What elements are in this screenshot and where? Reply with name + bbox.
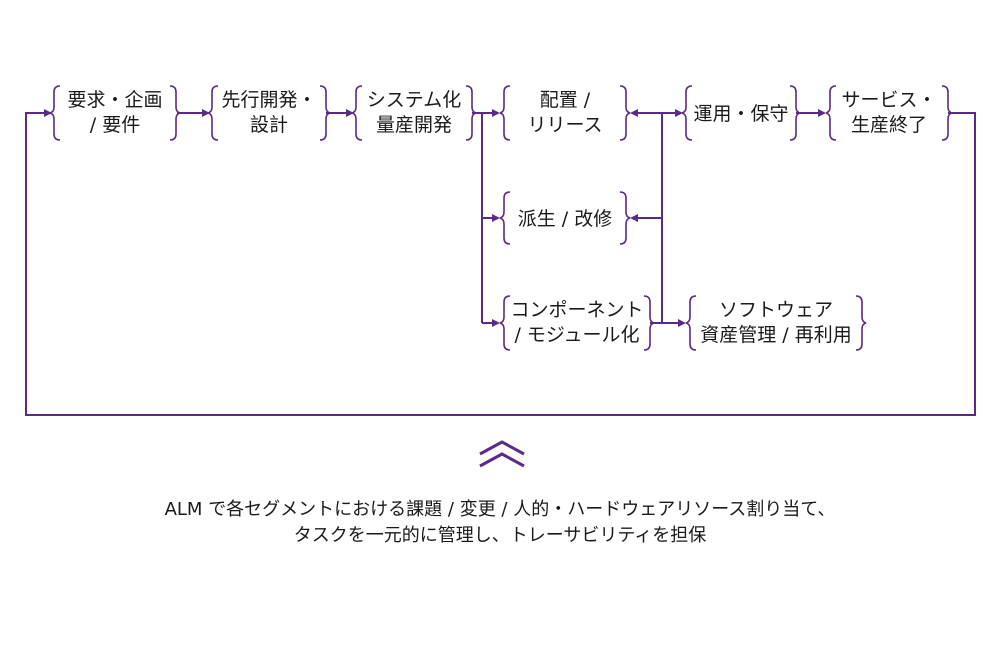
arrow-into-sw — [678, 319, 686, 327]
arrow-into-der — [492, 214, 500, 222]
bracket-sw — [685, 295, 867, 351]
arrow-into-sys — [346, 109, 354, 117]
node-sys-line1: システム化 — [367, 89, 461, 111]
node-cmp-line2: / モジュール化 — [514, 324, 639, 346]
arrow-into-ops — [675, 109, 683, 117]
node-sys-line2: 量産開発 — [376, 114, 452, 136]
arrowheads — [44, 109, 826, 327]
arrow-into-req — [44, 109, 52, 117]
node-sw-line2: 資産管理 / 再利用 — [700, 324, 851, 346]
node-req-line2: / 要件 — [90, 114, 140, 136]
node-eol-line2: 生産終了 — [851, 114, 927, 136]
arrow-into-eol — [818, 109, 826, 117]
caption-line1: ALM で各セグメントにおける課題 / 変更 / 人的・ハードウェアリソース割り… — [165, 499, 836, 520]
node-brackets — [49, 85, 953, 351]
node-dep-line1: 配置 / — [540, 89, 591, 111]
connectors — [25, 112, 976, 416]
node-der-line1: 派生 / 改修 — [518, 208, 612, 230]
node-ops-line1: 運用・保守 — [693, 103, 788, 125]
arrow-into-cmp — [492, 319, 500, 327]
bracket-sys — [351, 85, 477, 141]
double-chevron-up-icon — [479, 440, 525, 468]
bracket-req — [49, 85, 181, 141]
bracket-ops — [681, 85, 801, 141]
node-req-line1: 要求・企画 — [67, 89, 162, 111]
node-labels: 要求・企画 / 要件 先行開発・ 設計 システム化 量産開発 配置 / リリース… — [67, 89, 936, 346]
bracket-cmp — [499, 295, 655, 351]
connector-loop-back — [25, 112, 976, 416]
bracket-dep — [499, 85, 631, 141]
bracket-der — [499, 191, 631, 245]
node-dev-line1: 先行開発・ — [221, 89, 316, 111]
arrow-back-to-der — [630, 214, 638, 222]
node-sw-line1: ソフトウェア — [719, 299, 833, 321]
node-cmp-line1: コンポーネント — [510, 299, 643, 321]
arrow-back-to-dep — [630, 109, 638, 117]
node-dep-line2: リリース — [527, 114, 602, 136]
caption-line2: タスクを一元的に管理し、トレーサビリティを担保 — [294, 525, 707, 546]
arrow-into-dep — [492, 109, 500, 117]
node-dev-line2: 設計 — [250, 114, 288, 136]
arrow-into-dev — [202, 109, 210, 117]
bracket-eol — [825, 85, 953, 141]
node-eol-line1: サービス・ — [841, 89, 936, 111]
bracket-dev — [207, 85, 331, 141]
